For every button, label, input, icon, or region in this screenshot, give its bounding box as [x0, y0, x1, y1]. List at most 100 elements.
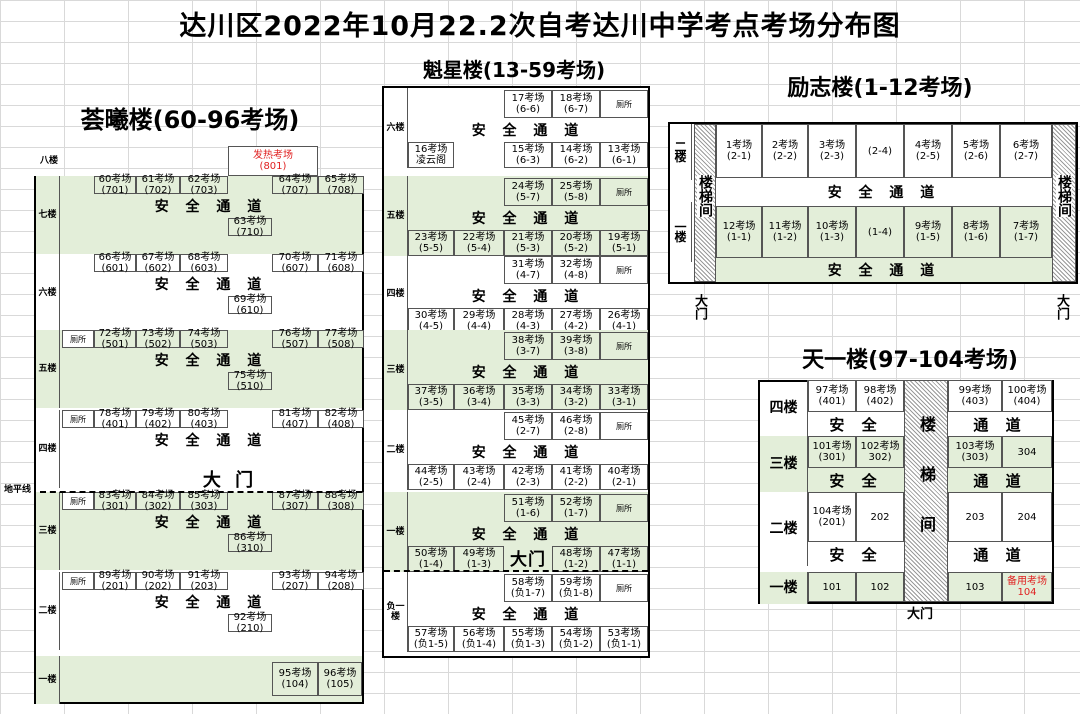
- restroom: 厕所: [600, 412, 648, 440]
- exam-room: 63考场(710): [228, 216, 272, 238]
- room-code: (6-1): [611, 155, 637, 166]
- fever-room: 发热考场(801): [228, 146, 318, 176]
- ground-line: [40, 491, 362, 493]
- exam-room: 11考场(1-2): [762, 206, 808, 258]
- room-code: (5-7): [515, 192, 541, 203]
- exam-room: 23考场(5-5): [408, 230, 454, 256]
- room-code: (508): [327, 339, 355, 350]
- room-code: (3-5): [418, 397, 444, 408]
- room-code: (105): [326, 679, 354, 690]
- room-label: 7考场: [1012, 221, 1040, 232]
- room-label: 101: [822, 581, 842, 593]
- room-label: 57考场: [414, 628, 448, 639]
- floor-label: 二楼: [760, 492, 808, 566]
- room-label: 94考场: [324, 570, 358, 581]
- floor-label: 五楼: [384, 176, 408, 256]
- room-label: 59考场: [559, 577, 593, 588]
- room-code: (401): [818, 396, 846, 407]
- room-label: 44考场: [414, 466, 448, 477]
- exam-room: 64考场(707): [272, 174, 318, 196]
- safety-corridor-left: 安 全: [829, 415, 883, 434]
- room-label: 35考场: [511, 386, 545, 397]
- room-code: (2-6): [963, 151, 989, 162]
- room-code: (307): [281, 501, 309, 512]
- exam-room: 87考场(307): [272, 490, 318, 512]
- room-label: 87考场: [278, 490, 312, 501]
- exam-room: 88考场(308): [318, 490, 364, 512]
- exam-room: 304: [1002, 436, 1052, 468]
- exam-room: 32考场(4-8): [552, 256, 600, 284]
- room-label: 37考场: [414, 386, 448, 397]
- room-code: (608): [327, 263, 355, 274]
- exam-room: 40考场(2-1): [600, 464, 648, 490]
- room-label: 91考场: [187, 570, 221, 581]
- exam-room: 89考场(201): [94, 570, 136, 592]
- room-code: (4-3): [515, 321, 541, 332]
- exam-room: 45考场(2-7): [504, 412, 552, 440]
- room-code: (707): [281, 185, 309, 196]
- room-label: 64考场: [278, 174, 312, 185]
- room-code: (3-3): [515, 397, 541, 408]
- stairwell-right: 楼梯间: [1052, 124, 1076, 282]
- room-code: (403): [190, 419, 218, 430]
- room-code: (2-2): [772, 151, 798, 162]
- exam-room: 203: [948, 492, 1002, 542]
- exam-room: 78考场(401): [94, 408, 136, 430]
- main-gate-huixi: 大 门: [202, 470, 258, 491]
- room-code: (2-1): [611, 477, 637, 488]
- exam-room: 20考场(5-2): [552, 230, 600, 256]
- fever-room-number: (801): [259, 161, 287, 172]
- exam-room: 72考场(501): [94, 328, 136, 350]
- floor-label: 七楼: [36, 176, 60, 254]
- exam-room: 53考场(负1-1): [600, 626, 648, 652]
- exam-room: 54考场(负1-2): [552, 626, 600, 652]
- exam-room: 84考场(302): [136, 490, 180, 512]
- room-code: (210): [236, 623, 264, 634]
- room-code: (502): [144, 339, 172, 350]
- exam-room: 85考场(303): [180, 490, 228, 512]
- exam-room: 103: [948, 572, 1002, 602]
- exam-room: 81考场(407): [272, 408, 318, 430]
- room-code: (607): [281, 263, 309, 274]
- room-code: (303): [961, 452, 989, 463]
- exam-room: 68考场(603): [180, 252, 228, 274]
- room-label: 104考场: [812, 506, 852, 517]
- exam-room: 44考场(2-5): [408, 464, 454, 490]
- room-code: (2-2): [563, 477, 589, 488]
- room-label: 53考场: [607, 628, 641, 639]
- exam-room: 8考场(1-6): [952, 206, 1000, 258]
- room-code: (5-2): [563, 243, 589, 254]
- room-label: 71考场: [324, 252, 358, 263]
- exam-room: 17考场(6-6): [504, 90, 552, 118]
- room-code: (负1-3): [510, 639, 546, 650]
- safety-corridor: 安 全 通 道: [471, 123, 585, 139]
- room-code: (407): [281, 419, 309, 430]
- room-label: 88考场: [324, 490, 358, 501]
- room-label: 23考场: [414, 232, 448, 243]
- room-label: 39考场: [559, 335, 593, 346]
- room-code: (708): [327, 185, 355, 196]
- room-label: 204: [1017, 511, 1037, 523]
- exam-room: 43考场(2-4): [454, 464, 504, 490]
- exam-room: 14考场(6-2): [552, 142, 600, 168]
- room-label: (1-4): [867, 226, 893, 238]
- room-code: (104): [281, 679, 309, 690]
- safety-corridor: 安 全 通 道: [154, 515, 268, 531]
- stairwell-label: 楼梯间: [697, 175, 713, 217]
- room-code: (2-3): [819, 151, 845, 162]
- exam-room: 31考场(4-7): [504, 256, 552, 284]
- restroom: 厕所: [62, 492, 94, 510]
- exam-room: 93考场(207): [272, 570, 318, 592]
- restroom: 厕所: [600, 178, 648, 206]
- exam-room: 97考场(401): [808, 380, 856, 412]
- room-label: 65考场: [324, 174, 358, 185]
- room-label: 90考场: [141, 570, 175, 581]
- exam-room: 98考场(402): [856, 380, 904, 412]
- room-label: 6考场: [1012, 140, 1040, 151]
- exam-room: 12考场(1-1): [716, 206, 762, 258]
- room-code: (负1-5): [413, 639, 449, 650]
- exam-room: 70考场(607): [272, 252, 318, 274]
- restroom: 厕所: [600, 332, 648, 360]
- room-code: (501): [101, 339, 129, 350]
- room-label: 92考场: [233, 612, 267, 623]
